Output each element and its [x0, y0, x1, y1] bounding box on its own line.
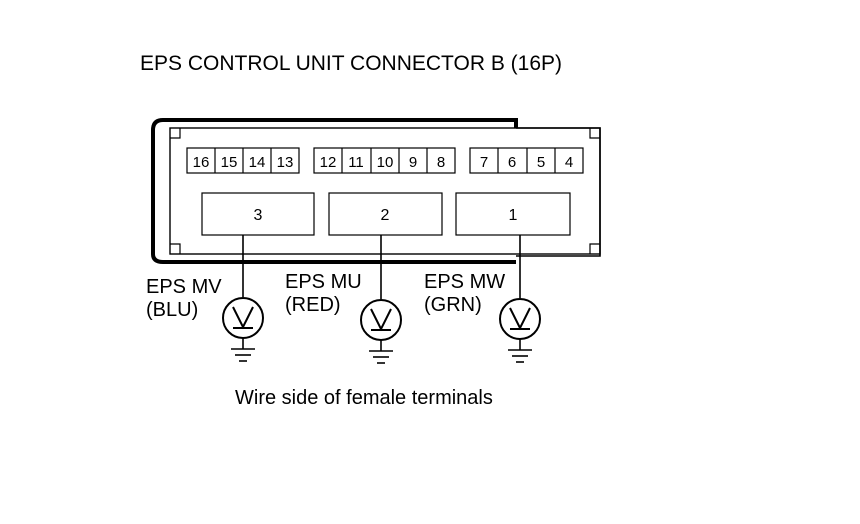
- terminal-12: 12: [320, 154, 337, 171]
- terminal-3-box: [201, 192, 315, 236]
- terminal-group-12-8: 12 11 10 9 8: [313, 147, 456, 174]
- terminal-1-box: [455, 192, 571, 236]
- probe-mw-name: EPS MW: [424, 271, 505, 293]
- terminal-11: 11: [348, 154, 364, 171]
- probe-mv-color: (BLU): [146, 299, 198, 321]
- probe-mu-color: (RED): [285, 294, 341, 316]
- terminal-1: 1: [509, 207, 518, 224]
- large-terminals: 3 2 1: [201, 192, 571, 236]
- terminal-group-7-4: 7 6 5 4: [469, 147, 584, 174]
- terminal-15: 15: [221, 154, 238, 171]
- probe-mw: [499, 235, 541, 363]
- terminal-8: 8: [437, 154, 445, 171]
- diagram-caption: Wire side of female terminals: [235, 387, 493, 409]
- terminal-2-box: [328, 192, 443, 236]
- probe-mu-name: EPS MU: [285, 271, 362, 293]
- terminal-6: 6: [508, 154, 516, 171]
- terminal-10: 10: [377, 154, 394, 171]
- terminal-4: 4: [565, 154, 573, 171]
- terminal-7: 7: [480, 154, 488, 171]
- probe-mv-name: EPS MV: [146, 276, 222, 298]
- voltmeter-icon: [232, 306, 254, 330]
- diagram-title: EPS CONTROL UNIT CONNECTOR B (16P): [140, 52, 562, 75]
- probe-mw-color: (GRN): [424, 294, 482, 316]
- voltmeter-icon: [370, 308, 392, 332]
- terminal-16: 16: [193, 154, 210, 171]
- probe-mu: [360, 235, 402, 364]
- connector-housing: [151, 118, 601, 264]
- terminal-3: 3: [254, 207, 263, 224]
- voltmeter-icon: [509, 307, 531, 331]
- terminal-9: 9: [409, 154, 417, 171]
- terminal-group-16-13: 16 15 14 13: [186, 147, 300, 174]
- terminal-2: 2: [381, 207, 390, 224]
- terminal-13: 13: [277, 154, 294, 171]
- terminal-14: 14: [249, 154, 266, 171]
- probe-mv: [222, 235, 264, 362]
- terminal-5: 5: [537, 154, 545, 171]
